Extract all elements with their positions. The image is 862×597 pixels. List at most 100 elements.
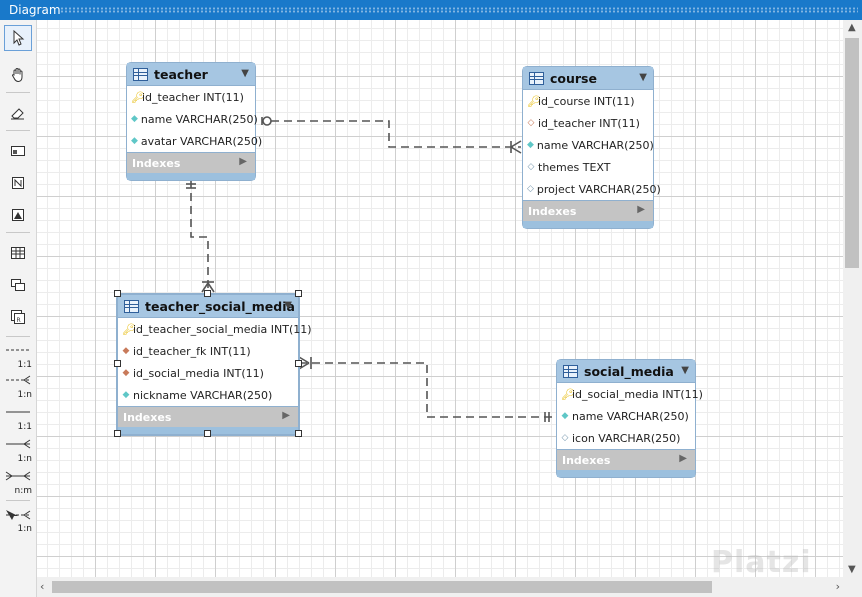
- relationship-line-icon: [6, 411, 30, 413]
- crowfoot-many-marker: [201, 282, 215, 293]
- diagram-canvas[interactable]: teacher ▼ 🔑︎id_teacher INT(11) ◆name VAR…: [37, 20, 843, 580]
- entity-teacher[interactable]: teacher ▼ 🔑︎id_teacher INT(11) ◆name VAR…: [126, 62, 262, 181]
- entity-header[interactable]: teacher ▼: [127, 63, 255, 85]
- expand-arrow-icon[interactable]: ▶: [282, 410, 290, 421]
- hand-tool[interactable]: [4, 62, 32, 88]
- view-tool[interactable]: [4, 272, 32, 298]
- column-row[interactable]: ◇id_teacher INT(11): [523, 112, 653, 134]
- horizontal-scrollbar[interactable]: ‹ ›: [37, 577, 843, 597]
- column-text: id_social_media INT(11): [133, 366, 264, 380]
- collapse-toggle-icon[interactable]: ▼: [681, 365, 689, 376]
- eraser-tool[interactable]: [4, 100, 32, 126]
- column-diamond-icon: ◆: [527, 139, 534, 150]
- key-icon: 🔑︎: [561, 387, 575, 401]
- collapse-toggle-icon[interactable]: ▼: [639, 72, 647, 83]
- column-row[interactable]: 🔑︎id_course INT(11): [523, 90, 653, 112]
- pointer-tool[interactable]: [4, 25, 32, 51]
- column-row[interactable]: ◆nickname VARCHAR(250): [118, 384, 298, 406]
- horizontal-scroll-thumb[interactable]: [52, 581, 712, 593]
- vertical-scroll-thumb[interactable]: [845, 38, 859, 268]
- entity-header[interactable]: teacher_social_media ▼: [118, 295, 298, 317]
- relationship-label: 1:1: [17, 422, 32, 432]
- column-diamond-icon: ◆: [561, 410, 569, 421]
- column-row[interactable]: ◇icon VARCHAR(250): [557, 427, 695, 449]
- column-row[interactable]: ◆avatar VARCHAR(250): [127, 130, 262, 152]
- collapse-toggle-icon[interactable]: ▼: [284, 300, 292, 311]
- relationship-1-n-identifying-tool[interactable]: 1:n: [4, 438, 32, 464]
- resize-handle[interactable]: [295, 360, 302, 367]
- entity-header[interactable]: course ▼: [523, 67, 653, 89]
- column-text: project VARCHAR(250): [536, 182, 661, 196]
- column-row[interactable]: ◆id_teacher_fk INT(11): [118, 340, 298, 362]
- entity-social-media[interactable]: social_media ▼ 🔑︎id_social_media INT(11)…: [556, 359, 703, 478]
- column-text: id_teacher INT(11): [538, 116, 640, 130]
- indexes-section[interactable]: Indexes ▶: [118, 407, 298, 427]
- toolbar-separator: [6, 336, 30, 337]
- routine-group-tool[interactable]: R: [4, 304, 32, 330]
- note-tool[interactable]: [4, 170, 32, 196]
- column-row[interactable]: ◆id_social_media INT(11): [118, 362, 298, 384]
- column-row[interactable]: ◆name VARCHAR(250): [523, 134, 654, 156]
- relationship-teacher-course: [271, 120, 521, 148]
- scroll-left-icon[interactable]: ‹: [40, 580, 45, 593]
- column-text: name VARCHAR(250): [572, 409, 689, 423]
- entity-header[interactable]: social_media ▼: [557, 360, 695, 382]
- column-row[interactable]: ◇project VARCHAR(250): [523, 178, 661, 200]
- column-row[interactable]: ◆name VARCHAR(250): [557, 405, 695, 427]
- collapse-toggle-icon[interactable]: ▼: [241, 68, 249, 79]
- column-text: id_teacher_fk INT(11): [133, 344, 251, 358]
- entity-name: course: [550, 70, 597, 86]
- column-text: id_teacher_social_media INT(11): [133, 322, 312, 336]
- indexes-label: Indexes: [562, 453, 611, 467]
- column-row[interactable]: ◆name VARCHAR(250): [127, 108, 258, 130]
- resize-handle[interactable]: [295, 430, 302, 437]
- column-row[interactable]: 🔑︎id_social_media INT(11): [557, 383, 703, 405]
- toolbar-separator: [6, 500, 30, 501]
- relationship-1-n-non-identifying-tool[interactable]: 1:n: [4, 374, 32, 400]
- entity-name: teacher_social_media: [145, 298, 295, 314]
- scroll-down-icon[interactable]: ▼: [848, 564, 856, 575]
- diagram-toolbar: R 1:1 1:n 1:1 1:n n:m 1:n: [0, 20, 37, 597]
- column-diamond-icon: ◆: [131, 113, 138, 124]
- column-row[interactable]: ◇themes TEXT: [523, 156, 653, 178]
- resize-handle[interactable]: [114, 430, 121, 437]
- resize-handle[interactable]: [204, 430, 211, 437]
- optional-one-marker: [262, 116, 272, 126]
- routine-icon: R: [11, 310, 25, 324]
- indexes-section[interactable]: Indexes ▶: [127, 153, 255, 173]
- key-icon: 🔑︎: [122, 322, 136, 336]
- expand-arrow-icon[interactable]: ▶: [679, 453, 687, 464]
- entity-columns: 🔑︎id_course INT(11) ◇id_teacher INT(11) …: [523, 89, 661, 201]
- resize-handle[interactable]: [114, 360, 121, 367]
- resize-handle[interactable]: [114, 290, 121, 297]
- column-row[interactable]: 🔑︎id_teacher INT(11): [127, 86, 255, 108]
- layer-tool[interactable]: [4, 138, 32, 164]
- relationship-lines: [186, 116, 555, 422]
- table-tool[interactable]: [4, 240, 32, 266]
- relationship-n-m-tool[interactable]: n:m: [4, 470, 32, 496]
- expand-arrow-icon[interactable]: ▶: [637, 204, 645, 215]
- entity-course[interactable]: course ▼ 🔑︎id_course INT(11) ◇id_teacher…: [522, 66, 661, 229]
- indexes-section[interactable]: Indexes ▶: [523, 201, 653, 221]
- entity-footer: [557, 470, 695, 477]
- pointer-icon: [13, 29, 25, 46]
- relationship-existing-columns-tool[interactable]: 1:n: [4, 508, 32, 534]
- relationship-many-many-icon: [5, 471, 31, 481]
- expand-arrow-icon[interactable]: ▶: [239, 156, 247, 167]
- relationship-1-1-non-identifying-tool[interactable]: 1:1: [4, 344, 32, 370]
- scroll-right-icon[interactable]: ›: [835, 580, 840, 593]
- column-text: avatar VARCHAR(250): [140, 134, 263, 148]
- vertical-scrollbar[interactable]: ▲ ▼: [843, 20, 862, 577]
- relationship-label: 1:n: [17, 390, 32, 400]
- nullable-diamond-icon: ◇: [527, 183, 534, 194]
- column-text: icon VARCHAR(250): [572, 431, 681, 445]
- resize-handle[interactable]: [204, 290, 211, 297]
- scroll-up-icon[interactable]: ▲: [848, 22, 856, 33]
- relationship-1-1-identifying-tool[interactable]: 1:1: [4, 406, 32, 432]
- resize-handle[interactable]: [295, 290, 302, 297]
- nullable-diamond-icon: ◇: [527, 161, 535, 172]
- entity-teacher-social-media[interactable]: teacher_social_media ▼ 🔑︎id_teacher_soci…: [117, 294, 312, 435]
- indexes-section[interactable]: Indexes ▶: [557, 450, 695, 470]
- column-row[interactable]: 🔑︎id_teacher_social_media INT(11): [118, 318, 312, 340]
- image-tool[interactable]: [4, 202, 32, 228]
